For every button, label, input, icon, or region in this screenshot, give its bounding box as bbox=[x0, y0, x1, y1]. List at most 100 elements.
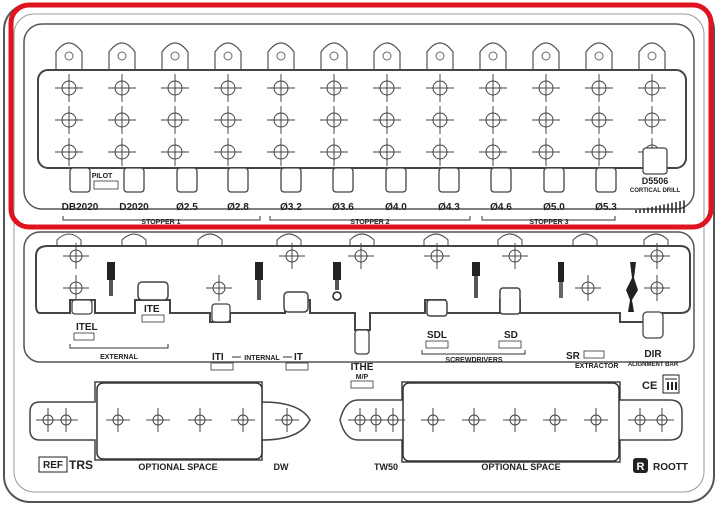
drill-slot-crosshair bbox=[638, 74, 666, 102]
drill-socket bbox=[227, 167, 249, 193]
sdl-size-box bbox=[425, 340, 449, 349]
drill-label: Ø2.5 bbox=[176, 202, 198, 213]
optional-left-crosshair bbox=[188, 408, 212, 432]
middle-tab bbox=[349, 233, 375, 246]
screwdrivers-label: SCREWDRIVERS bbox=[445, 357, 503, 364]
iti-code: ITI bbox=[212, 352, 224, 363]
extractor-name: EXTRACTOR bbox=[575, 363, 618, 370]
internal-label: INTERNAL bbox=[244, 355, 280, 362]
sdl-tool-icon bbox=[472, 262, 480, 298]
optional-space-left-box bbox=[96, 382, 263, 460]
alignment-bar-icon bbox=[626, 262, 638, 312]
ref-box bbox=[38, 456, 68, 473]
top-tab bbox=[320, 42, 348, 70]
drill-socket bbox=[332, 167, 354, 193]
sdl-code: SDL bbox=[427, 330, 447, 341]
drill-slot-crosshair bbox=[108, 138, 136, 166]
middle-tool-panel: ITEL ITE EXTERNAL ITI INTERNAL IT ITHE M… bbox=[23, 231, 695, 394]
tool-slot-crosshair bbox=[575, 275, 601, 301]
extractor-code: SR bbox=[566, 351, 581, 362]
drill-socket bbox=[438, 167, 460, 193]
drill-label: Ø2.8 bbox=[227, 202, 249, 213]
top-tab bbox=[426, 42, 454, 70]
drill-label: DB2020 bbox=[62, 202, 99, 213]
drill-socket bbox=[490, 167, 512, 193]
sd-code: SD bbox=[504, 330, 518, 341]
drill-slot-crosshair bbox=[426, 138, 454, 166]
drill-slot-crosshair bbox=[373, 138, 401, 166]
ref-code: TRS bbox=[69, 458, 93, 472]
extractor-size-box bbox=[583, 350, 605, 359]
optional-space-left-label: OPTIONAL SPACE bbox=[138, 462, 217, 472]
dir-code: DIR bbox=[644, 349, 662, 360]
drill-label: Ø4.6 bbox=[490, 202, 512, 213]
bottom-right-slot-crosshair bbox=[650, 408, 674, 432]
drill-socket bbox=[280, 167, 302, 193]
iti-tool-icon bbox=[255, 262, 263, 300]
optional-left-crosshair bbox=[231, 408, 255, 432]
drill-label: Ø5.0 bbox=[543, 202, 565, 213]
drill-slot-crosshair bbox=[373, 106, 401, 134]
optional-right-crosshair bbox=[584, 408, 608, 432]
drill-slot-crosshair bbox=[267, 106, 295, 134]
middle-tab bbox=[423, 233, 449, 246]
drill-socket bbox=[176, 167, 198, 193]
top-tab bbox=[373, 42, 401, 70]
drill-socket bbox=[385, 167, 407, 193]
drill-label: Ø4.3 bbox=[438, 202, 460, 213]
it-code: IT bbox=[294, 352, 303, 363]
drill-slot-crosshair bbox=[532, 106, 560, 134]
top-tab bbox=[479, 42, 507, 70]
stopper-1-label: STOPPER 1 bbox=[141, 219, 180, 226]
tray-inner-frame bbox=[13, 13, 705, 493]
ite-size-box bbox=[141, 314, 165, 323]
stopper-1-brace bbox=[62, 216, 261, 221]
drill-slot-crosshair bbox=[585, 74, 613, 102]
drill-slot-crosshair bbox=[161, 106, 189, 134]
tool-slot-crosshair bbox=[502, 243, 528, 269]
drill-label: Ø3.6 bbox=[332, 202, 354, 213]
drill-slot-crosshair bbox=[108, 106, 136, 134]
optional-space-right-box bbox=[402, 382, 620, 462]
middle-tab bbox=[121, 233, 147, 246]
middle-tab bbox=[197, 233, 223, 246]
drill-slot-crosshair bbox=[267, 138, 295, 166]
drill-slot-crosshair bbox=[55, 138, 83, 166]
stopper-3-label: STOPPER 3 bbox=[529, 219, 568, 226]
drill-slot-crosshair bbox=[320, 106, 348, 134]
top-tab bbox=[161, 42, 189, 70]
drill-label: Ø3.2 bbox=[280, 202, 302, 213]
sd-size-box bbox=[498, 340, 522, 349]
optional-right-crosshair bbox=[421, 408, 445, 432]
it-size-box bbox=[285, 362, 309, 371]
drill-slot-crosshair bbox=[161, 74, 189, 102]
bottom-right-slot-crosshair bbox=[628, 408, 652, 432]
drill-slot-crosshair bbox=[214, 74, 242, 102]
tool-slot-crosshair bbox=[279, 243, 305, 269]
ithe-socket bbox=[354, 329, 370, 355]
itel-code: ITEL bbox=[76, 322, 98, 333]
drill-slot-crosshair bbox=[373, 74, 401, 102]
drill-slot-crosshair bbox=[320, 74, 348, 102]
highlight-box bbox=[8, 2, 714, 230]
drill-slot-crosshair bbox=[214, 138, 242, 166]
ithe-size-box bbox=[350, 380, 374, 389]
ithe-sub-label: M/P bbox=[356, 374, 369, 381]
tool-slot-crosshair bbox=[644, 275, 670, 301]
top-tab bbox=[108, 42, 136, 70]
top-tab bbox=[585, 42, 613, 70]
drill-slot-crosshair bbox=[585, 138, 613, 166]
middle-tab bbox=[56, 233, 82, 246]
drill-slot-crosshair bbox=[426, 74, 454, 102]
optional-right-crosshair bbox=[543, 408, 567, 432]
middle-tab bbox=[643, 233, 669, 246]
stopper-3-brace bbox=[481, 216, 616, 221]
tool-slot-crosshair bbox=[63, 243, 89, 269]
dir-socket bbox=[642, 311, 664, 339]
optional-left-crosshair bbox=[106, 408, 130, 432]
external-brace bbox=[69, 344, 169, 349]
stopper-2-label: STOPPER 2 bbox=[350, 219, 389, 226]
ref-label: REF bbox=[43, 460, 63, 471]
tool-slot-crosshair bbox=[206, 275, 232, 301]
sdl-socket bbox=[426, 299, 448, 317]
